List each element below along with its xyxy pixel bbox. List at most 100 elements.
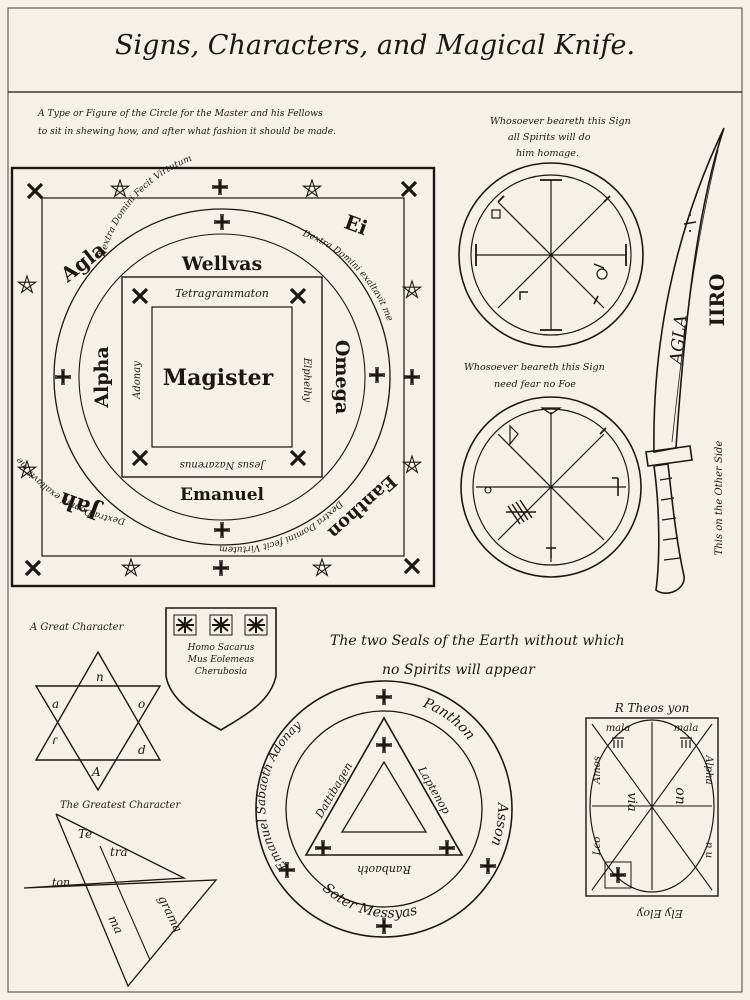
- sign-one-caption-line1: Whosoever beareth this Sign: [490, 116, 631, 127]
- cross-icon: [212, 559, 230, 577]
- rune-icon: [612, 737, 692, 748]
- inner-square-left: Adonay: [132, 361, 143, 400]
- master-circle-figure: Agla Ei Jah Eanthon Dextra Domini Fecit …: [10, 154, 436, 588]
- shield-line1: Homo Sacarus: [187, 643, 255, 653]
- ring-text-top: Dextra Domini Fecit Virtutum: [97, 154, 193, 259]
- hexagram-letter: A: [91, 765, 101, 779]
- corner-cross-icon: [24, 559, 42, 577]
- greatest-character-word: ma: [105, 913, 126, 936]
- pentagram-icon: [402, 280, 422, 298]
- rect-seal-right-side: Alpha: [703, 754, 714, 784]
- cross-icon: [609, 866, 627, 884]
- cross-icon: [403, 368, 421, 386]
- triangle-seal-ring-right2: Asson: [487, 801, 510, 848]
- rect-seal-mala-right: mala: [674, 723, 699, 734]
- cross-icon: [368, 366, 386, 384]
- band-name-bottom: Emanuel: [180, 485, 264, 505]
- rect-seal-mala-left: mala: [606, 723, 631, 734]
- pentagram-icon: [312, 558, 332, 576]
- pentagram-icon: [17, 275, 37, 293]
- master-outer-ring: [53, 208, 391, 546]
- corner-cross-icon: [400, 180, 418, 198]
- sign-one-caption-line2: all Spirits will do: [508, 132, 591, 143]
- master-second-square: [41, 197, 405, 557]
- cross-icon: [54, 368, 72, 386]
- inner-square-bottom: Jesus Nazarenus: [180, 459, 266, 470]
- sign-two-caption-line1: Whosoever beareth this Sign: [464, 362, 605, 373]
- rect-seal-bottom: Ely Eloy: [636, 907, 683, 920]
- pentagram-icon: [110, 179, 130, 197]
- master-inner-ring: [78, 233, 366, 521]
- master-outer-square: [10, 166, 436, 588]
- cross-icon: [213, 521, 231, 539]
- corner-cross-icon: [289, 449, 307, 467]
- triangle-seal-ring-bottom: Soter Messyas: [319, 880, 419, 921]
- master-caption-line1: A Type or Figure of the Circle for the M…: [37, 108, 323, 119]
- corner-cross-icon: [289, 287, 307, 305]
- pentagram-icon: [121, 558, 141, 576]
- knife-side-glyphs: IIRO: [705, 274, 729, 327]
- shield-emblem: Homo Sacarus Mus Eolemeas Cherubosia: [165, 607, 277, 731]
- magical-knife: AGLA IIRO This on the Other Side: [645, 127, 729, 594]
- rect-seal-left-side: Amos: [592, 756, 603, 785]
- triangle-seal-right-side: Laptenop: [415, 763, 453, 816]
- shield-line3: Cherubosia: [195, 667, 247, 677]
- inner-square-right: Elphelhy: [301, 357, 312, 403]
- earth-seals-caption-line1: The two Seals of the Earth without which: [330, 633, 625, 649]
- rectangle-seal: R Theos yon mala mala Amos Alpha via on …: [585, 701, 719, 920]
- corner-cross-icon: [26, 182, 44, 200]
- band-name-right: Omega: [331, 340, 353, 414]
- knife-guard: [645, 445, 693, 467]
- greatest-character-word: tra: [110, 845, 128, 859]
- rect-seal-lower-left: Leo: [592, 837, 603, 857]
- knife-side-note: This on the Other Side: [714, 441, 725, 556]
- hexagram-letter: d: [138, 743, 146, 757]
- sign-two-caption-line2: need fear no Foe: [494, 379, 576, 390]
- cross-icon: [314, 839, 332, 857]
- hexagram-letter: ɾ: [52, 733, 58, 747]
- box-cross-icon: [173, 614, 197, 636]
- greatest-character-caption: The Greatest Character: [60, 800, 181, 811]
- knife-handle: [653, 463, 685, 594]
- cross-icon: [375, 688, 393, 706]
- inner-square-top: Tetragrammaton: [175, 287, 269, 300]
- master-center-square: [151, 306, 293, 448]
- triangle-seal-bottom-side: Ranbaoth: [357, 863, 412, 876]
- great-character-caption: A Great Character: [29, 622, 125, 633]
- division-sign-icon: [683, 214, 697, 232]
- cross-icon: [211, 178, 229, 196]
- cross-icon: [479, 857, 497, 875]
- triangle-seal: Emanuel Sabaoth Adonay Panthon Asson Sot…: [254, 680, 513, 938]
- sign-one-seal: [458, 162, 644, 348]
- rect-seal-center-right: on: [672, 787, 688, 804]
- master-caption-line2: to sit in shewing how, and after what fa…: [38, 126, 336, 137]
- cross-icon: [213, 213, 231, 231]
- greatest-character-word: Te: [78, 827, 92, 841]
- earth-seals-caption-line2: no Spirits will appear: [382, 662, 536, 678]
- great-character-hexagram: n a o ɾ d A: [34, 650, 162, 792]
- triangle-seal-left-side: Dattibagen: [312, 760, 355, 821]
- cross-icon: [375, 736, 393, 754]
- corner-cross-icon: [131, 449, 149, 467]
- band-name-top: Wellvas: [181, 253, 262, 275]
- shield-line2: Mus Eolemeas: [187, 655, 255, 665]
- corner-name-ei: Ei: [341, 210, 371, 241]
- hexagram-letter: o: [138, 697, 145, 711]
- cross-icon: [438, 839, 456, 857]
- triangle-seal-ring-left: Emanuel Sabaoth Adonay: [254, 718, 304, 874]
- center-word: Magister: [163, 365, 274, 391]
- page-border: [7, 7, 743, 993]
- rect-seal-center-left: via: [624, 792, 639, 811]
- box-cross-icon: [209, 614, 233, 636]
- rect-seal-lower-right: n u: [703, 842, 714, 858]
- pentagram-icon: [402, 455, 422, 473]
- box-cross-icon: [244, 614, 268, 636]
- greatest-character-word: ton: [52, 876, 70, 889]
- knife-blade-word: AGLA: [666, 314, 691, 367]
- greatest-character-word: grama: [155, 893, 185, 934]
- plate-title: Signs, Characters, and Magical Knife.: [115, 30, 635, 61]
- corner-cross-icon: [403, 557, 421, 575]
- corner-cross-icon: [131, 287, 149, 305]
